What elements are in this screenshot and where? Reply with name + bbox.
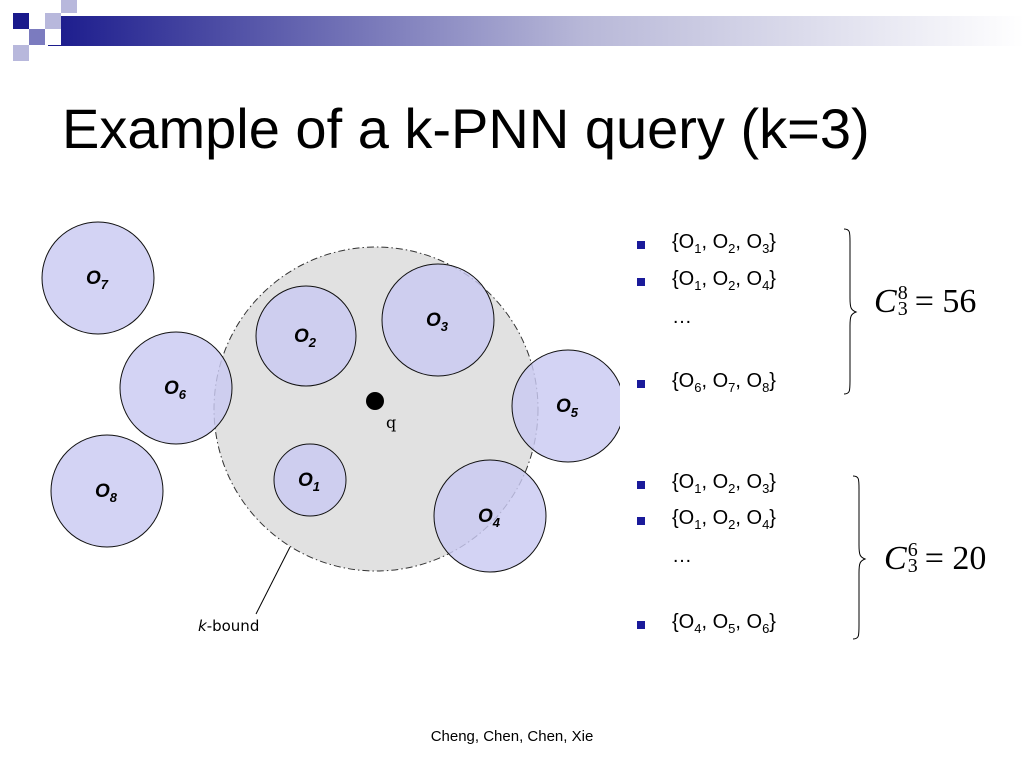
- list-item: {O1, O2, O4}: [672, 507, 776, 532]
- object-o4: O4: [433, 459, 547, 573]
- object-label: O6: [164, 378, 187, 402]
- header-square: [45, 13, 61, 29]
- list-item: {O4, O5, O6}: [672, 611, 776, 636]
- object-circle: [119, 331, 233, 445]
- list-item: {O1, O2, O3}: [672, 471, 776, 496]
- k-bound-label: k-bound: [198, 617, 259, 635]
- object-label: O2: [294, 326, 317, 350]
- query-point: [366, 392, 384, 410]
- brace-group-2: [852, 475, 867, 640]
- bullet-icon: [637, 380, 645, 388]
- bullet-icon: [637, 517, 645, 525]
- object-o3: O3: [381, 263, 495, 377]
- object-o5: O5: [511, 349, 620, 463]
- object-o7: O7: [41, 221, 155, 335]
- object-circle: [381, 263, 495, 377]
- bullet-icon: [637, 278, 645, 286]
- header-square: [45, 29, 61, 45]
- object-label: O7: [86, 268, 109, 292]
- bullet-icon: [637, 241, 645, 249]
- brace-group-1: [843, 228, 858, 395]
- object-label: O8: [95, 481, 118, 505]
- object-label: O1: [298, 470, 320, 494]
- bullet-icon: [637, 621, 645, 629]
- header-square: [61, 0, 77, 13]
- query-label: q: [386, 413, 396, 432]
- bullet-icon: [637, 481, 645, 489]
- object-circle: [433, 459, 547, 573]
- slide-title: Example of a k-PNN query (k=3): [62, 97, 870, 160]
- object-o1: O1: [273, 443, 347, 517]
- k-bound-pointer-line: [255, 546, 291, 615]
- object-label: O3: [426, 310, 449, 334]
- header-decoration: [13, 0, 1024, 61]
- slide-footer: Cheng, Chen, Chen, Xie: [430, 728, 594, 745]
- object-circle: [511, 349, 620, 463]
- ellipsis: …: [672, 306, 692, 328]
- object-o2: O2: [255, 285, 357, 387]
- object-circle: [50, 434, 164, 548]
- header-square: [29, 29, 45, 45]
- header-square: [13, 13, 29, 29]
- object-circle: [273, 443, 347, 517]
- object-circle: [41, 221, 155, 335]
- list-item: {O1, O2, O3}: [672, 231, 776, 256]
- object-label: O4: [478, 506, 501, 530]
- ellipsis: …: [672, 545, 692, 567]
- header-gradient-bar: [48, 16, 1024, 46]
- object-circle: [255, 285, 357, 387]
- list-item: {O1, O2, O4}: [672, 268, 776, 293]
- list-item: {O6, O7, O8}: [672, 370, 776, 395]
- object-o6: O6: [119, 331, 233, 445]
- object-label: O5: [556, 396, 579, 420]
- header-square: [13, 45, 29, 61]
- object-o8: O8: [50, 434, 164, 548]
